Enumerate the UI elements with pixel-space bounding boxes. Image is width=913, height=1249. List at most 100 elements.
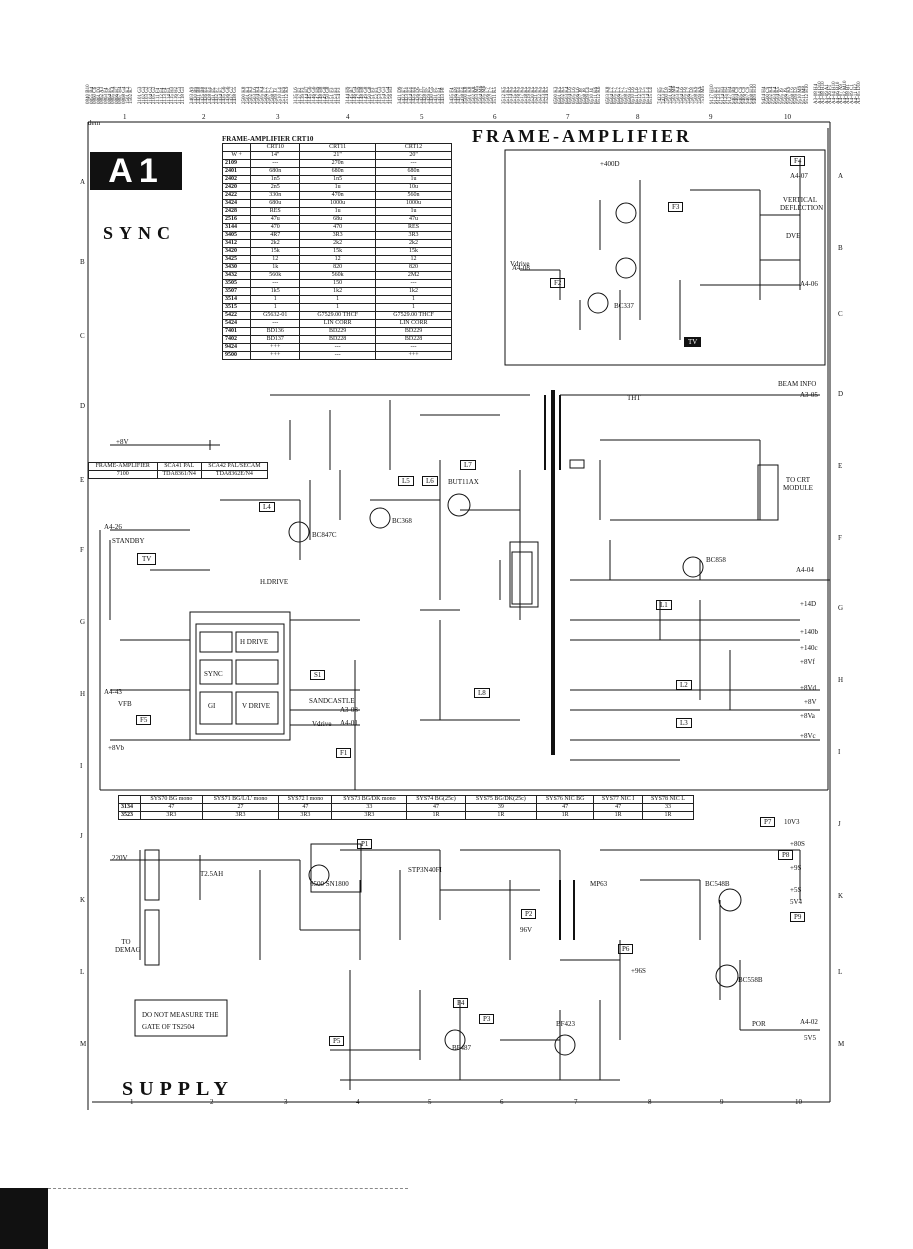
label-sandcastle: SANDCASTLE <box>309 697 355 705</box>
title-sync: SYNC <box>103 223 177 243</box>
crt-table-cell: 680n <box>375 167 452 176</box>
crt-table-cell: 3425 <box>221 255 252 264</box>
row-label-C: C <box>80 332 85 340</box>
col-label-4: 4 <box>346 113 350 121</box>
crt-table-cell: 2k2 <box>299 239 377 248</box>
crt-table-cell: 1u <box>299 207 377 216</box>
ic-block-gi: GI <box>208 702 216 710</box>
label-por: POR <box>752 1020 766 1028</box>
row-label-right-E: E <box>838 462 843 470</box>
crt-table-cell: G5632-01 <box>250 311 301 320</box>
net-8v: +8V <box>116 438 129 446</box>
row-label-E: E <box>80 476 85 484</box>
row-label-I: I <box>80 762 83 770</box>
crt-table-cell: 1k <box>250 263 301 272</box>
crt-table-cell: 12 <box>375 255 452 264</box>
grid-row-letters-right: A B C D E F G H I J K L M <box>838 120 848 1100</box>
net-96v: 96V <box>520 926 533 934</box>
col-label-10: 10 <box>784 113 791 121</box>
point-l7: L7 <box>460 460 476 470</box>
crt-table-cell: --- <box>299 351 377 360</box>
sys-table-header: SYS75 BG/DK(25c) <box>464 795 538 804</box>
crt-table-cell: 15k <box>250 247 301 256</box>
crt-table-cell: 2n5 <box>250 183 301 192</box>
crt-table-row: 3505---150--- <box>221 279 452 288</box>
crt-table-cell: --- <box>250 159 301 168</box>
row-label-right-F: F <box>838 534 842 542</box>
sys-table-cell: 47 <box>140 803 203 812</box>
crt-table-cell: 3505 <box>221 279 252 288</box>
row-label-right-H: H <box>838 676 844 684</box>
sca-header-secam: SCA42 PAL/SECAM <box>200 462 269 471</box>
crt-table-header: W + <box>221 151 252 160</box>
crt-table-cell: 2k2 <box>375 239 452 248</box>
row-label-H: H <box>80 690 86 698</box>
crt-table-cell: 680n <box>299 167 377 176</box>
row-label-right-K: K <box>838 892 844 900</box>
crt-table-cell: +++ <box>375 351 452 360</box>
point-s1: S1 <box>310 670 326 680</box>
col-label-6: 6 <box>493 113 497 121</box>
sys-table-cell: 47 <box>593 803 643 812</box>
ic-block-h-drive: H DRIVE <box>240 638 269 646</box>
connector-a4-06: A4-06 <box>800 280 818 288</box>
row-label-right-J: J <box>838 820 841 828</box>
sys-table-header: SYS76 NIC BG <box>536 795 595 804</box>
crt-table-row: 9500+++---+++ <box>221 351 452 360</box>
crt-table-cell: 3514 <box>221 295 252 304</box>
crt-table-cell: 1u <box>299 183 377 192</box>
sys-table-header: SYS77 NIC I <box>593 795 643 804</box>
crt-table-cell: 3507 <box>221 287 252 296</box>
net-8vc: +8Vc <box>800 732 816 740</box>
crt-table-cell: 1k2 <box>375 287 452 296</box>
row-label-right-L: L <box>838 968 843 976</box>
crt-table-cell: 1n5 <box>299 175 377 184</box>
crt-table-cell: 1 <box>250 295 301 304</box>
label-h-drive: H.DRIVE <box>260 578 289 586</box>
point-f4: F4 <box>790 156 806 166</box>
col-label-8: 8 <box>636 113 640 121</box>
net-14d: +14D <box>800 600 817 608</box>
crt-table-cell: 1k5 <box>250 287 301 296</box>
crt-table-top-header <box>221 143 252 152</box>
col-label-2: 2 <box>202 113 206 121</box>
crt-table-cell: 3405 <box>221 231 252 240</box>
sys-table-cell: 33 <box>641 803 695 812</box>
net-140c: +140c <box>800 644 818 652</box>
crt-table-cell: +++ <box>250 351 301 360</box>
point-l6: L6 <box>422 476 438 486</box>
net-8vb: +8Vb <box>108 744 125 752</box>
crt-table-cell: 2516 <box>221 215 252 224</box>
net-5s: +5S <box>790 886 802 894</box>
sys-table-cell: 3134 <box>117 803 142 812</box>
sys-table-cell: 47 <box>536 803 595 812</box>
row-label-F: F <box>80 546 84 554</box>
label-tht: THT <box>627 394 641 402</box>
sys-table-header: SYS70 BG mono <box>140 795 203 804</box>
crt-table-header: 21" <box>299 151 377 160</box>
sys-table-header: SYS74 BG(25c) <box>406 795 466 804</box>
crt-table-cell: 1 <box>375 303 452 312</box>
point-p2: P2 <box>521 909 537 919</box>
sheet-badge: A1 <box>90 152 182 190</box>
label-do-not-measure: DO NOT MEASURE THE GATE OF TS2504 <box>142 1011 219 1031</box>
crt-table-caption: FRAME-AMPLIFIER CRT10 <box>222 135 314 143</box>
sys-table-header <box>117 795 142 804</box>
crt-table-cell: --- <box>375 343 452 352</box>
crt-table-cell: 9424 <box>221 343 252 352</box>
col-label-5: 5 <box>420 113 424 121</box>
point-f1: F1 <box>336 748 352 758</box>
scan-edge-line <box>48 1188 408 1189</box>
crt-table-cell: 680n <box>250 167 301 176</box>
sca-table: FRAME-AMPLIFIER SCA41 PAL SCA42 PAL/SECA… <box>88 462 269 479</box>
crt-table-cell: BD137 <box>250 335 301 344</box>
label-mp63: MP63 <box>590 880 608 888</box>
crt-table-cell: 3420 <box>221 247 252 256</box>
